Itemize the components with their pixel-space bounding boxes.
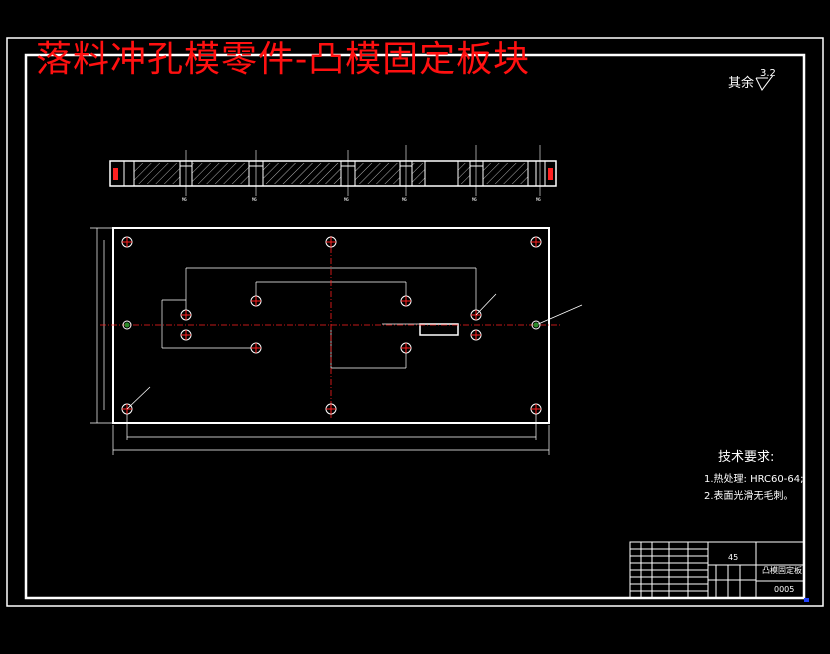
plate-outline (112, 227, 550, 424)
drawing-title: 落料冲孔模零件-凸模固定板块 (36, 39, 531, 80)
title-block-lines (629, 541, 805, 599)
roughness-check-icon (755, 76, 774, 91)
slot (419, 323, 459, 336)
section-view: M6 M6 M6 M6 M6 M6 (109, 145, 557, 202)
svg-text:M6: M6 (182, 197, 187, 202)
title-block-material: 45 (728, 553, 739, 562)
svg-text:M6: M6 (252, 197, 257, 202)
outer-frame (6, 37, 824, 607)
inner-frame (24, 53, 806, 600)
holes (121, 236, 542, 415)
blue-marker (804, 598, 809, 602)
svg-text:M6: M6 (472, 197, 477, 202)
svg-text:M6: M6 (402, 197, 407, 202)
section-outline (109, 160, 557, 187)
svg-text:M6: M6 (536, 197, 541, 202)
title-block-drawing-no: 0005 (774, 585, 795, 594)
tech-req-item: 2.表面光滑无毛刺。 (704, 491, 794, 502)
technical-requirements: 技术要求: 1.热处理: HRC60-64; 2.表面光滑无毛刺。 (704, 446, 803, 505)
tech-req-item: 1.热处理: HRC60-64; (704, 474, 804, 485)
plan-view (90, 227, 583, 455)
roughness-prefix: 其余 (728, 76, 755, 91)
title-block-part-name: 凸模固定板 (762, 566, 802, 575)
roughness-value: 3.2 (760, 68, 776, 79)
roughness-symbol: 3.2 (755, 68, 776, 91)
svg-text:M6: M6 (344, 197, 349, 202)
tech-req-heading: 技术要求: (718, 450, 775, 465)
